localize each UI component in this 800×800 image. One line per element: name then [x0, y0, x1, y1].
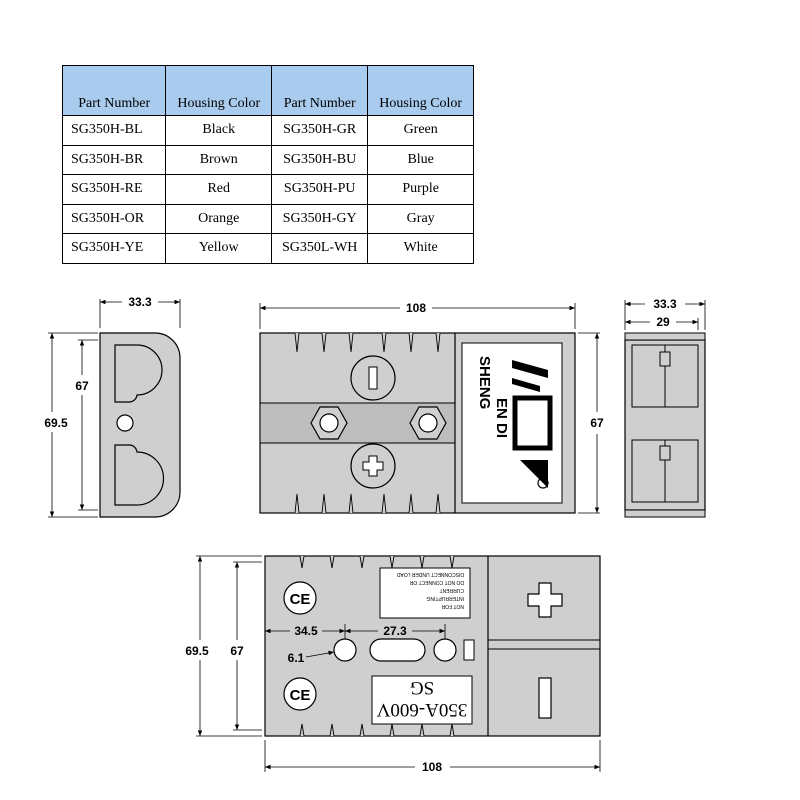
mount-hole-right — [433, 638, 457, 662]
table-cell: SG350H-YE — [61, 233, 167, 264]
logo-text-line1: SHENG — [476, 356, 493, 409]
fine-print-line: CURRENT — [440, 587, 464, 593]
fine-print-line: DISCONNECT UNDER LOAD — [396, 571, 464, 577]
table-row: SG350H-RE Red SG350H-PU Purple — [61, 174, 474, 205]
table-cell: SG350L-WH — [271, 233, 369, 264]
header-part-number: Part Number — [271, 65, 369, 116]
ce-mark-icon: CE — [283, 581, 317, 615]
dim-end-width-inner: 29 — [656, 315, 670, 329]
table-cell: SG350H-BR — [61, 144, 167, 175]
dim-side-height-outer: 69.5 — [44, 416, 68, 430]
table-row: SG350H-OR Orange SG350H-GY Gray — [61, 203, 474, 234]
table-cell: Red — [165, 174, 273, 205]
dim-side-width: 33.3 — [128, 295, 152, 309]
rating-label — [371, 675, 473, 725]
table-cell: SG350H-GY — [271, 203, 369, 234]
table-header-row: Part Number Housing Color Part Number Ho… — [61, 65, 474, 116]
dim-bottom-height-outer: 69.5 — [185, 644, 209, 658]
logo-text-line2: EN DI — [493, 398, 510, 438]
plus-mark-icon — [527, 582, 563, 618]
hex-nut-icon — [409, 406, 447, 440]
dim-hole-spacing: 27.3 — [383, 624, 407, 638]
table-row: SG350H-BL Black SG350H-GR Green — [61, 115, 474, 146]
table-cell: SG350H-GR — [271, 115, 369, 146]
dim-bottom-height-inner: 67 — [230, 644, 244, 658]
table-cell: SG350H-RE — [61, 174, 167, 205]
end-view: 33.3 29 — [624, 297, 706, 518]
ce-mark-text: CE — [290, 687, 311, 704]
table-cell: Brown — [165, 144, 273, 175]
dim-end-width-outer: 33.3 — [653, 297, 677, 311]
side-cavity-top — [114, 344, 163, 403]
ce-mark-text: CE — [290, 591, 311, 608]
fine-print-line: DO NOT CONNECT OR — [409, 579, 464, 585]
front-view: SHENG EN DI 108 67 — [259, 301, 604, 514]
dim-side-height-inner: 67 — [75, 379, 89, 393]
table-cell: SG350H-BL — [61, 115, 167, 146]
rating-brand: SG — [410, 677, 435, 698]
dim-front-length: 108 — [406, 301, 426, 315]
rating-text: 350A-600V — [376, 699, 467, 720]
mount-hole-left — [333, 638, 357, 662]
ce-mark-icon: CE — [283, 677, 317, 711]
dim-bottom-length: 108 — [422, 760, 442, 774]
side-view: 33.3 67 69.5 — [44, 295, 181, 518]
table-row: SG350H-BR Brown SG350H-BU Blue — [61, 144, 474, 175]
table-cell: White — [367, 233, 474, 264]
dim-hole-offset: 34.5 — [294, 624, 318, 638]
table-cell: SG350H-PU — [271, 174, 369, 205]
dim-front-height: 67 — [590, 416, 604, 430]
fine-print-line: NOT FOR — [441, 603, 464, 609]
mount-slot — [369, 638, 426, 662]
header-part-number: Part Number — [61, 65, 167, 116]
header-housing-color: Housing Color — [367, 65, 474, 116]
table-cell: SG350H-BU — [271, 144, 369, 175]
hex-nut-icon — [310, 406, 348, 440]
side-center-hole — [116, 414, 134, 432]
side-cavity-bottom — [114, 444, 165, 506]
bottom-view: CE CE NOT FOR INTERRUPTING CURRENT DO NO… — [185, 555, 601, 774]
minus-mark-icon — [538, 677, 552, 719]
dim-hole-diameter: 6.1 — [288, 651, 305, 665]
table-cell: Black — [165, 115, 273, 146]
table-row: SG350H-YE Yellow SG350L-WH White — [61, 233, 474, 264]
front-ribs — [294, 332, 441, 514]
warning-label — [379, 567, 471, 619]
table-cell: Green — [367, 115, 474, 146]
table-cell: Orange — [165, 203, 273, 234]
housing-color-table: Part Number Housing Color Part Number Ho… — [61, 65, 474, 264]
table-cell: Blue — [367, 144, 474, 175]
fine-print-line: INTERRUPTING — [426, 595, 464, 601]
sed-logo-icon — [512, 360, 553, 489]
